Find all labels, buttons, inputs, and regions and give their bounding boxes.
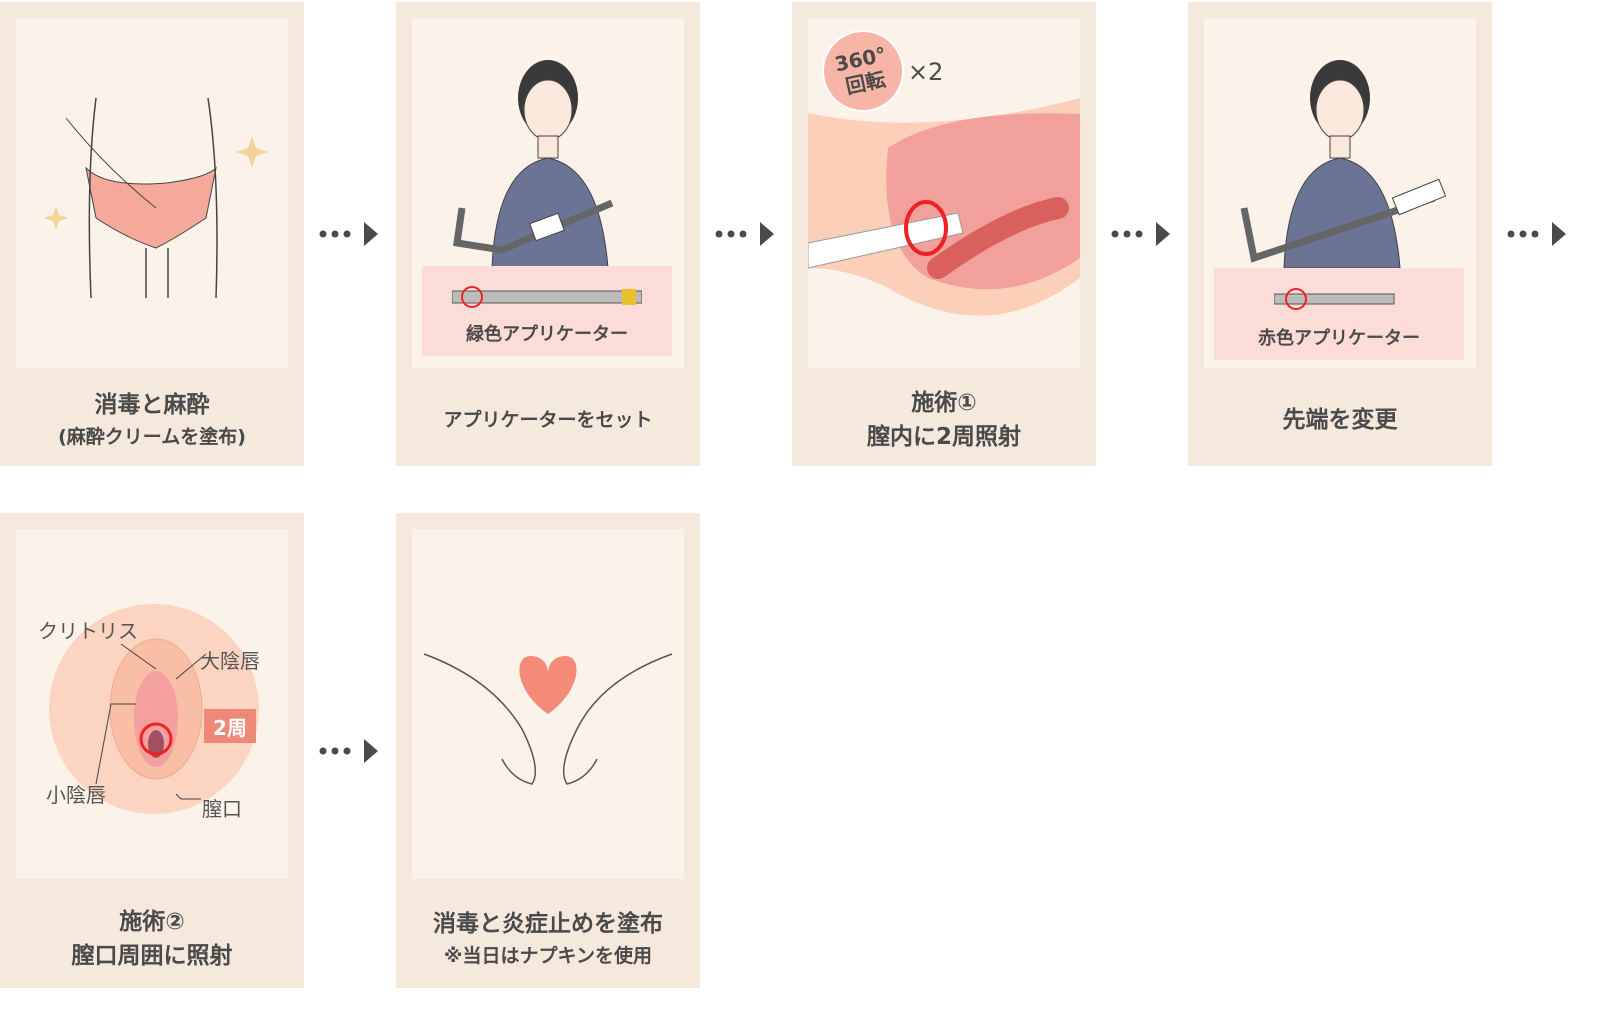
green-applicator-icon [452,286,642,308]
label-vaginal-opening: 膣口 [202,797,242,821]
red-applicator-icon [1274,288,1395,310]
next-arrow-icon [715,222,774,246]
next-arrow-icon [319,739,378,763]
next-arrow-icon [1111,222,1170,246]
next-arrow-icon [319,222,378,246]
step-illustration: 緑色アプリケーター [412,18,684,368]
step-title: 施術① [911,390,977,416]
woman-applicator-illustration [453,59,614,269]
label-clitoris: クリトリス [38,619,138,643]
vulva-treatment-illustration [49,604,259,814]
step-subtitle: 膣口周囲に照射 [71,942,233,969]
step-title: 消毒と炎症止めを塗布 [433,910,663,937]
label-labia-minora: 小陰唇 [46,783,106,807]
step-subtitle: ※当日はナプキンを使用 [444,944,652,967]
step-title: 施術② [119,908,185,935]
applicator-label: 緑色アプリケーター [466,324,628,345]
step-illustration [412,529,684,879]
step-illustration: クリトリス 大陰唇 小陰唇 膣口 2周 [16,529,288,879]
step-card-4: 赤色アプリケーター 先端を変更 [1188,2,1492,466]
step-card-1: 消毒と麻酔 (麻酔クリームを塗布) [0,2,304,466]
step-title: 消毒と麻酔 [94,392,210,418]
woman-tip-change-illustration [1240,59,1447,269]
step-card-2: 緑色アプリケーター アプリケーターをセット [396,2,700,466]
vaginal-treatment-illustration [808,98,1080,316]
applicator-label-box: 赤色アプリケーター [1214,268,1464,360]
step-illustration [16,18,288,368]
applicator-label: 赤色アプリケーター [1258,328,1420,349]
step-subtitle: (麻酔クリームを塗布) [58,426,246,448]
step-title: 先端を変更 [1282,407,1398,433]
step-card-5: クリトリス 大陰唇 小陰唇 膣口 2周 施術② 膣口周囲に照射 [0,513,304,988]
label-labia-majora: 大陰唇 [200,649,260,673]
hands-heart-illustration [423,653,673,785]
step-title: アプリケーターをセット [443,409,653,431]
rounds-tag: 2周 [204,709,256,743]
applicator-label-box: 緑色アプリケーター [422,266,672,356]
step-illustration: 赤色アプリケーター [1204,18,1476,368]
step-card-6: 消毒と炎症止めを塗布 ※当日はナプキンを使用 [396,513,700,988]
next-arrow-icon [1507,222,1566,246]
step-subtitle: 膣内に2周照射 [866,424,1021,450]
body-anesthesia-illustration [44,97,268,299]
rotation-times: ×2 [908,58,944,86]
step-card-3: 360°回転 ×2 施術① 膣内に2周照射 [792,2,1096,466]
step-illustration: 360°回転 ×2 [808,18,1080,368]
